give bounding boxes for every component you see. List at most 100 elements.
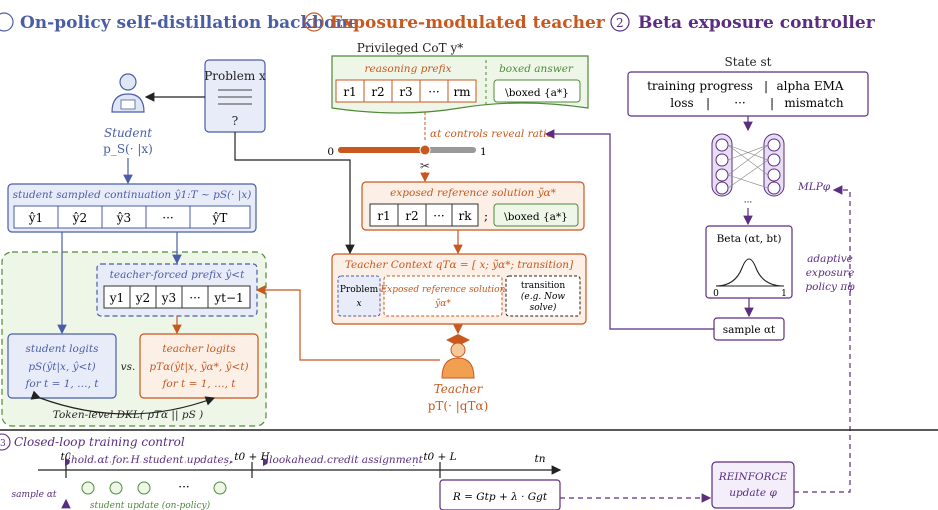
problem-to-context-arrow [234, 132, 355, 255]
beta-one: 1 [781, 289, 787, 299]
ctx-transition-eg2: solve) [530, 302, 557, 313]
continuation-tokens: ŷ1 ŷ2 ŷ3 ··· ŷT [13, 205, 251, 229]
ratio-label: αt controls reveal ratio [430, 128, 553, 140]
state-item: | [706, 96, 710, 110]
student-policy: p_S(· |x) [103, 142, 153, 156]
reasoning-tokens: r1 r2 r3 ··· rm [335, 79, 477, 103]
cot-label: Privileged CoT y* [357, 41, 464, 55]
prefix-token: y2 [135, 291, 150, 305]
problem-label: Problem x [204, 69, 266, 83]
tn-label: tn [535, 453, 546, 465]
boxed-answer-box [493, 79, 581, 103]
student-label: Student [104, 126, 152, 140]
mlp-network-icon [711, 133, 785, 197]
controller-header-num: 2 [616, 16, 624, 30]
boxed-answer-label: boxed answer [499, 63, 574, 75]
teacher-policy: pT(· |qTα) [428, 399, 489, 413]
state-item: training progress [647, 79, 753, 93]
student-logits-formula: pS(ŷt|x, ŷ<t) [28, 360, 95, 374]
prefix-token: yt−1 [213, 291, 243, 305]
teacher-header: Exposure-modulated teacher [330, 13, 606, 33]
update-dots: ··· [178, 480, 189, 494]
reinforce-box [711, 461, 795, 509]
token: ŷT [212, 211, 228, 225]
context-title: Teacher Context qTα = [ x; ỹα*; transiti… [345, 259, 574, 271]
exposed-separator: ; [484, 209, 488, 223]
teacher-header-circle [304, 12, 324, 32]
prefix-token: y3 [161, 291, 176, 305]
controller-header: Beta exposure controller [638, 13, 876, 33]
student-logits-title: student logits [26, 343, 100, 355]
exposed-title: exposed reference solution ỹα* [390, 187, 556, 199]
mlp-dots: ··· [744, 198, 753, 208]
t0-label: t0 [61, 451, 72, 463]
student-update-markers [81, 481, 227, 495]
controller-header-circle [610, 12, 630, 32]
ctx-exposed: Exposed reference solution [380, 285, 506, 295]
ctx-exposed-sym: ỹα* [434, 298, 451, 309]
reasoning-token: rm [453, 85, 471, 99]
ctx-problem: Problem [340, 285, 379, 295]
problem-lines-icon [218, 89, 252, 105]
t0L-label: t0 + L [423, 451, 456, 463]
exposed-token: r2 [405, 209, 418, 223]
prefix-title: teacher-forced prefix ŷ<t [110, 268, 245, 281]
token: ŷ2 [72, 211, 87, 225]
teacher-avatar-icon [441, 334, 475, 379]
student-logits-range: for t = 1, …, t [24, 378, 99, 390]
state-item: | [764, 79, 768, 93]
reinforce-to-mlp-arrow [794, 185, 851, 493]
policy-line: adaptive [807, 253, 853, 265]
teacher-logits-title: teacher logits [162, 343, 236, 355]
exposed-token: r1 [377, 209, 390, 223]
state-item: mismatch [784, 96, 843, 110]
beta-curve [715, 258, 785, 287]
reasoning-token: ··· [428, 85, 439, 99]
teacher-logits-range: for t = 1, …, t [161, 378, 236, 390]
continuation-title: student sampled continuation ŷ1:T ~ pS(·… [13, 188, 252, 202]
reasoning-token: r2 [371, 85, 384, 99]
student-update-label: student update (on-policy) [90, 500, 211, 510]
lookahead-label: lookahead credit assignment [269, 454, 423, 466]
token: ··· [162, 211, 173, 225]
loop-header-circle [0, 433, 11, 451]
exposed-boxed-box [493, 203, 579, 227]
reinforce-line1: REINFORCE [718, 471, 788, 483]
exposed-tokens: r1 r2 ··· rk [369, 203, 479, 227]
kl-label: Token-level DKL( pTα || pS ) [53, 409, 203, 422]
ctx-transition-eg: (e.g. Now [521, 291, 565, 302]
mlp-label: MLPφ [797, 181, 831, 193]
ctx-problem-x: x [356, 299, 361, 309]
loop-header: Closed-loop training control [14, 435, 185, 449]
state-item: | [770, 96, 774, 110]
slider-min: 0 [327, 146, 334, 158]
state-item: ··· [734, 96, 745, 110]
beta-label: Beta (αt, bt) [717, 233, 782, 245]
prefix-token: y1 [109, 291, 124, 305]
slider-fill [338, 147, 425, 153]
loop-header-num: 3 [0, 439, 6, 449]
t0H-label: t0 + H [234, 451, 270, 463]
exposed-token: rk [458, 209, 472, 223]
kl-curve [30, 390, 216, 415]
sample-label: sample αt [723, 324, 776, 336]
backbone-header-circle [0, 12, 14, 32]
ctx-transition-box [505, 275, 581, 317]
backbone-header: On-policy self-distillation backbone [20, 13, 359, 33]
slider-knob [419, 144, 431, 156]
policy-line: exposure [806, 267, 855, 279]
slider-max: 1 [480, 146, 487, 158]
state-item: alpha EMA [776, 79, 843, 93]
hold-label: hold αt for H student updates [71, 454, 230, 466]
beta-zero: 0 [713, 289, 719, 299]
token: ŷ1 [28, 211, 43, 225]
problem-question: ? [232, 114, 238, 128]
state-item: loss [670, 96, 693, 110]
reasoning-prefix-label: reasoning prefix [364, 63, 451, 75]
prefix-tokens: y1 y2 y3 ··· yt−1 [103, 285, 251, 309]
boxed-answer: \boxed {a*} [505, 87, 569, 99]
reasoning-token: r1 [343, 85, 356, 99]
teacher-logits-formula: pTα(ŷt|x, ỹα*, ŷ<t) [149, 360, 248, 374]
state-label: State st [725, 55, 772, 69]
